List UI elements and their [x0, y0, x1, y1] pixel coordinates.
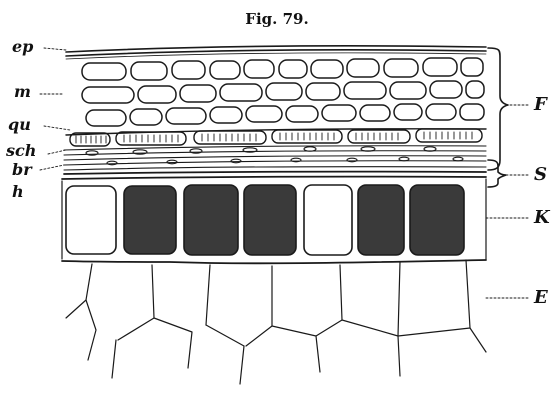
right-brackets — [488, 48, 508, 187]
bracket-F — [488, 48, 508, 170]
label-K: K — [534, 209, 550, 227]
label-m: m — [14, 84, 31, 100]
epidermis-layer — [66, 46, 486, 59]
label-br: br — [12, 162, 32, 178]
sclerenchyma-band — [64, 146, 486, 174]
label-h: h — [12, 184, 24, 200]
bracket-S — [488, 160, 506, 187]
label-F: F — [534, 96, 547, 114]
label-sch: sch — [6, 143, 36, 159]
palisade-cell-row — [62, 177, 486, 264]
mesophyll-cells — [82, 58, 484, 126]
label-E: E — [534, 289, 548, 307]
label-S: S — [534, 166, 547, 184]
transverse-cell-layer — [66, 129, 486, 146]
right-leader-lines — [486, 105, 530, 298]
endosperm-cells — [66, 260, 486, 384]
label-ep: ep — [12, 39, 33, 55]
label-qu: qu — [8, 117, 31, 133]
left-leader-lines — [40, 48, 70, 170]
